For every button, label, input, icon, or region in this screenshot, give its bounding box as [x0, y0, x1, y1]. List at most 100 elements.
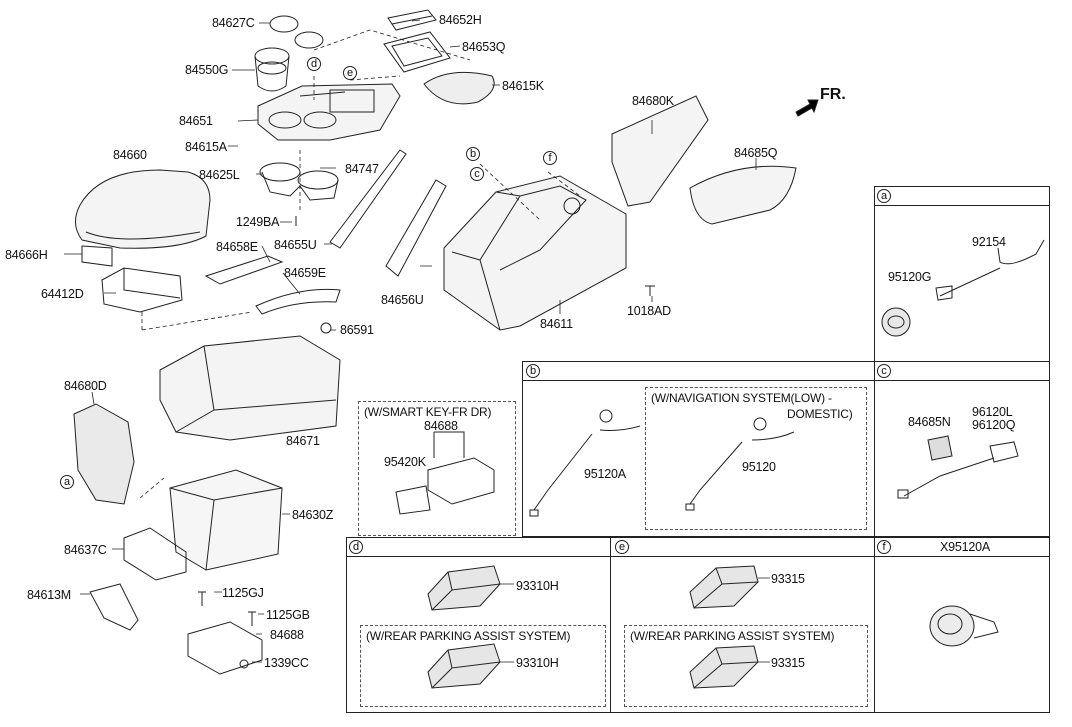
part-label: 84630Z — [292, 508, 334, 522]
front-arrow-shape — [795, 99, 819, 117]
pad-drawing — [423, 71, 495, 105]
part-label: 84747 — [345, 162, 379, 176]
part-label: 1018AD — [627, 304, 671, 318]
part-label: 84615A — [185, 140, 227, 154]
bracket-drawing — [187, 621, 263, 675]
tray-drawing — [101, 267, 183, 313]
callout-b: b — [466, 147, 480, 161]
bolt-drawing — [198, 591, 206, 606]
part-label: 84658E — [216, 240, 258, 254]
callout-e: e — [343, 66, 357, 80]
panel-b-letter: b — [526, 364, 540, 378]
nav-option-title-2: DOMESTIC) — [787, 407, 853, 421]
part-label: 86591 — [340, 323, 374, 337]
callout-d: d — [307, 57, 321, 71]
part-label: 93315 — [771, 656, 805, 670]
part-label: 84637C — [64, 543, 107, 557]
part-label: 84625L — [199, 168, 240, 182]
part-label: 84660 — [113, 148, 147, 162]
part-label: 93315 — [771, 572, 805, 586]
side-panel-drawing — [689, 165, 797, 225]
bolt-drawing — [248, 611, 256, 626]
part-label: 64412D — [41, 287, 84, 301]
part-label: 84688 — [270, 628, 304, 642]
panel-e-letter: e — [615, 540, 629, 554]
callout-a: a — [60, 475, 74, 489]
panel-a-letter: a — [877, 189, 891, 203]
callout-c: c — [470, 167, 484, 181]
part-label: 84680D — [64, 379, 107, 393]
screw-drawing — [645, 285, 655, 296]
nav-option-box — [645, 387, 867, 530]
trim-drawing — [204, 255, 284, 285]
front-direction-label: FR. — [820, 86, 846, 103]
rear-panel-drawing — [73, 403, 135, 505]
part-label: 1125GB — [266, 608, 310, 622]
part-label: 84652H — [439, 13, 482, 27]
part-label: 84656U — [381, 293, 424, 307]
panel-c-letter: c — [877, 364, 891, 378]
console-drawing — [443, 175, 627, 331]
part-label: 84615K — [502, 79, 544, 93]
part-label: 96120L — [972, 405, 1013, 419]
part-label: 84655U — [274, 238, 317, 252]
part-label: 84613M — [27, 588, 71, 602]
rpa-option-title: (W/REAR PARKING ASSIST SYSTEM) — [366, 629, 571, 643]
bin-drawing — [169, 469, 283, 571]
leader-lines — [64, 19, 757, 663]
panel-d-letter: d — [349, 540, 363, 554]
cup-drawing — [254, 47, 290, 92]
part-label: 93310H — [516, 656, 559, 670]
switch-bezel-drawing — [387, 9, 437, 31]
panel-f-letter: f — [877, 540, 891, 554]
part-label: 84680K — [632, 94, 674, 108]
trim-drawing — [255, 288, 341, 315]
part-label: 1339CC — [264, 656, 309, 670]
part-label: 84685N — [908, 415, 951, 429]
part-label: 1249BA — [236, 215, 280, 229]
side-panel-drawing — [611, 95, 709, 207]
part-label: 84659E — [284, 266, 326, 280]
part-label: 1125GJ — [222, 586, 264, 600]
part-label: 93310H — [516, 579, 559, 593]
part-label: 95420K — [384, 455, 426, 469]
hinge-drawing — [81, 245, 113, 267]
armrest-drawing — [75, 169, 211, 249]
part-label: 84685Q — [734, 146, 778, 160]
part-label: 92154 — [972, 235, 1006, 249]
part-label: 84666H — [5, 248, 48, 262]
ring-drawing — [269, 15, 299, 33]
guide-lines — [139, 29, 581, 499]
part-label: 95120A — [584, 467, 626, 481]
strip-drawing — [329, 149, 407, 249]
clip-drawing — [320, 322, 332, 334]
rpa-option-box-e — [624, 625, 868, 707]
rpa-option-title: (W/REAR PARKING ASSIST SYSTEM) — [630, 629, 835, 643]
callout-f: f — [543, 151, 557, 165]
part-label: 84611 — [540, 317, 573, 331]
part-label: 84651 — [179, 114, 213, 128]
part-label: 96120Q — [972, 418, 1016, 432]
ring-drawing — [294, 31, 324, 49]
part-label: 84653Q — [462, 40, 506, 54]
part-label: 95120 — [742, 460, 776, 474]
nav-option-title: (W/NAVIGATION SYSTEM(LOW) - — [651, 391, 832, 405]
part-label: 84627C — [212, 16, 255, 30]
lower-console-drawing — [159, 335, 341, 441]
panel-c-header — [874, 361, 1050, 381]
upper-bezel-drawing — [257, 83, 401, 141]
smart-key-title: (W/SMART KEY-FR DR) — [364, 405, 492, 419]
panel-f-header — [874, 537, 1050, 557]
part-label: 95120G — [888, 270, 932, 284]
rpa-option-box-d — [360, 625, 606, 707]
smart-key-option-box — [358, 401, 516, 536]
part-label: 84671 — [286, 434, 320, 448]
part-label: 84688 — [424, 419, 458, 433]
